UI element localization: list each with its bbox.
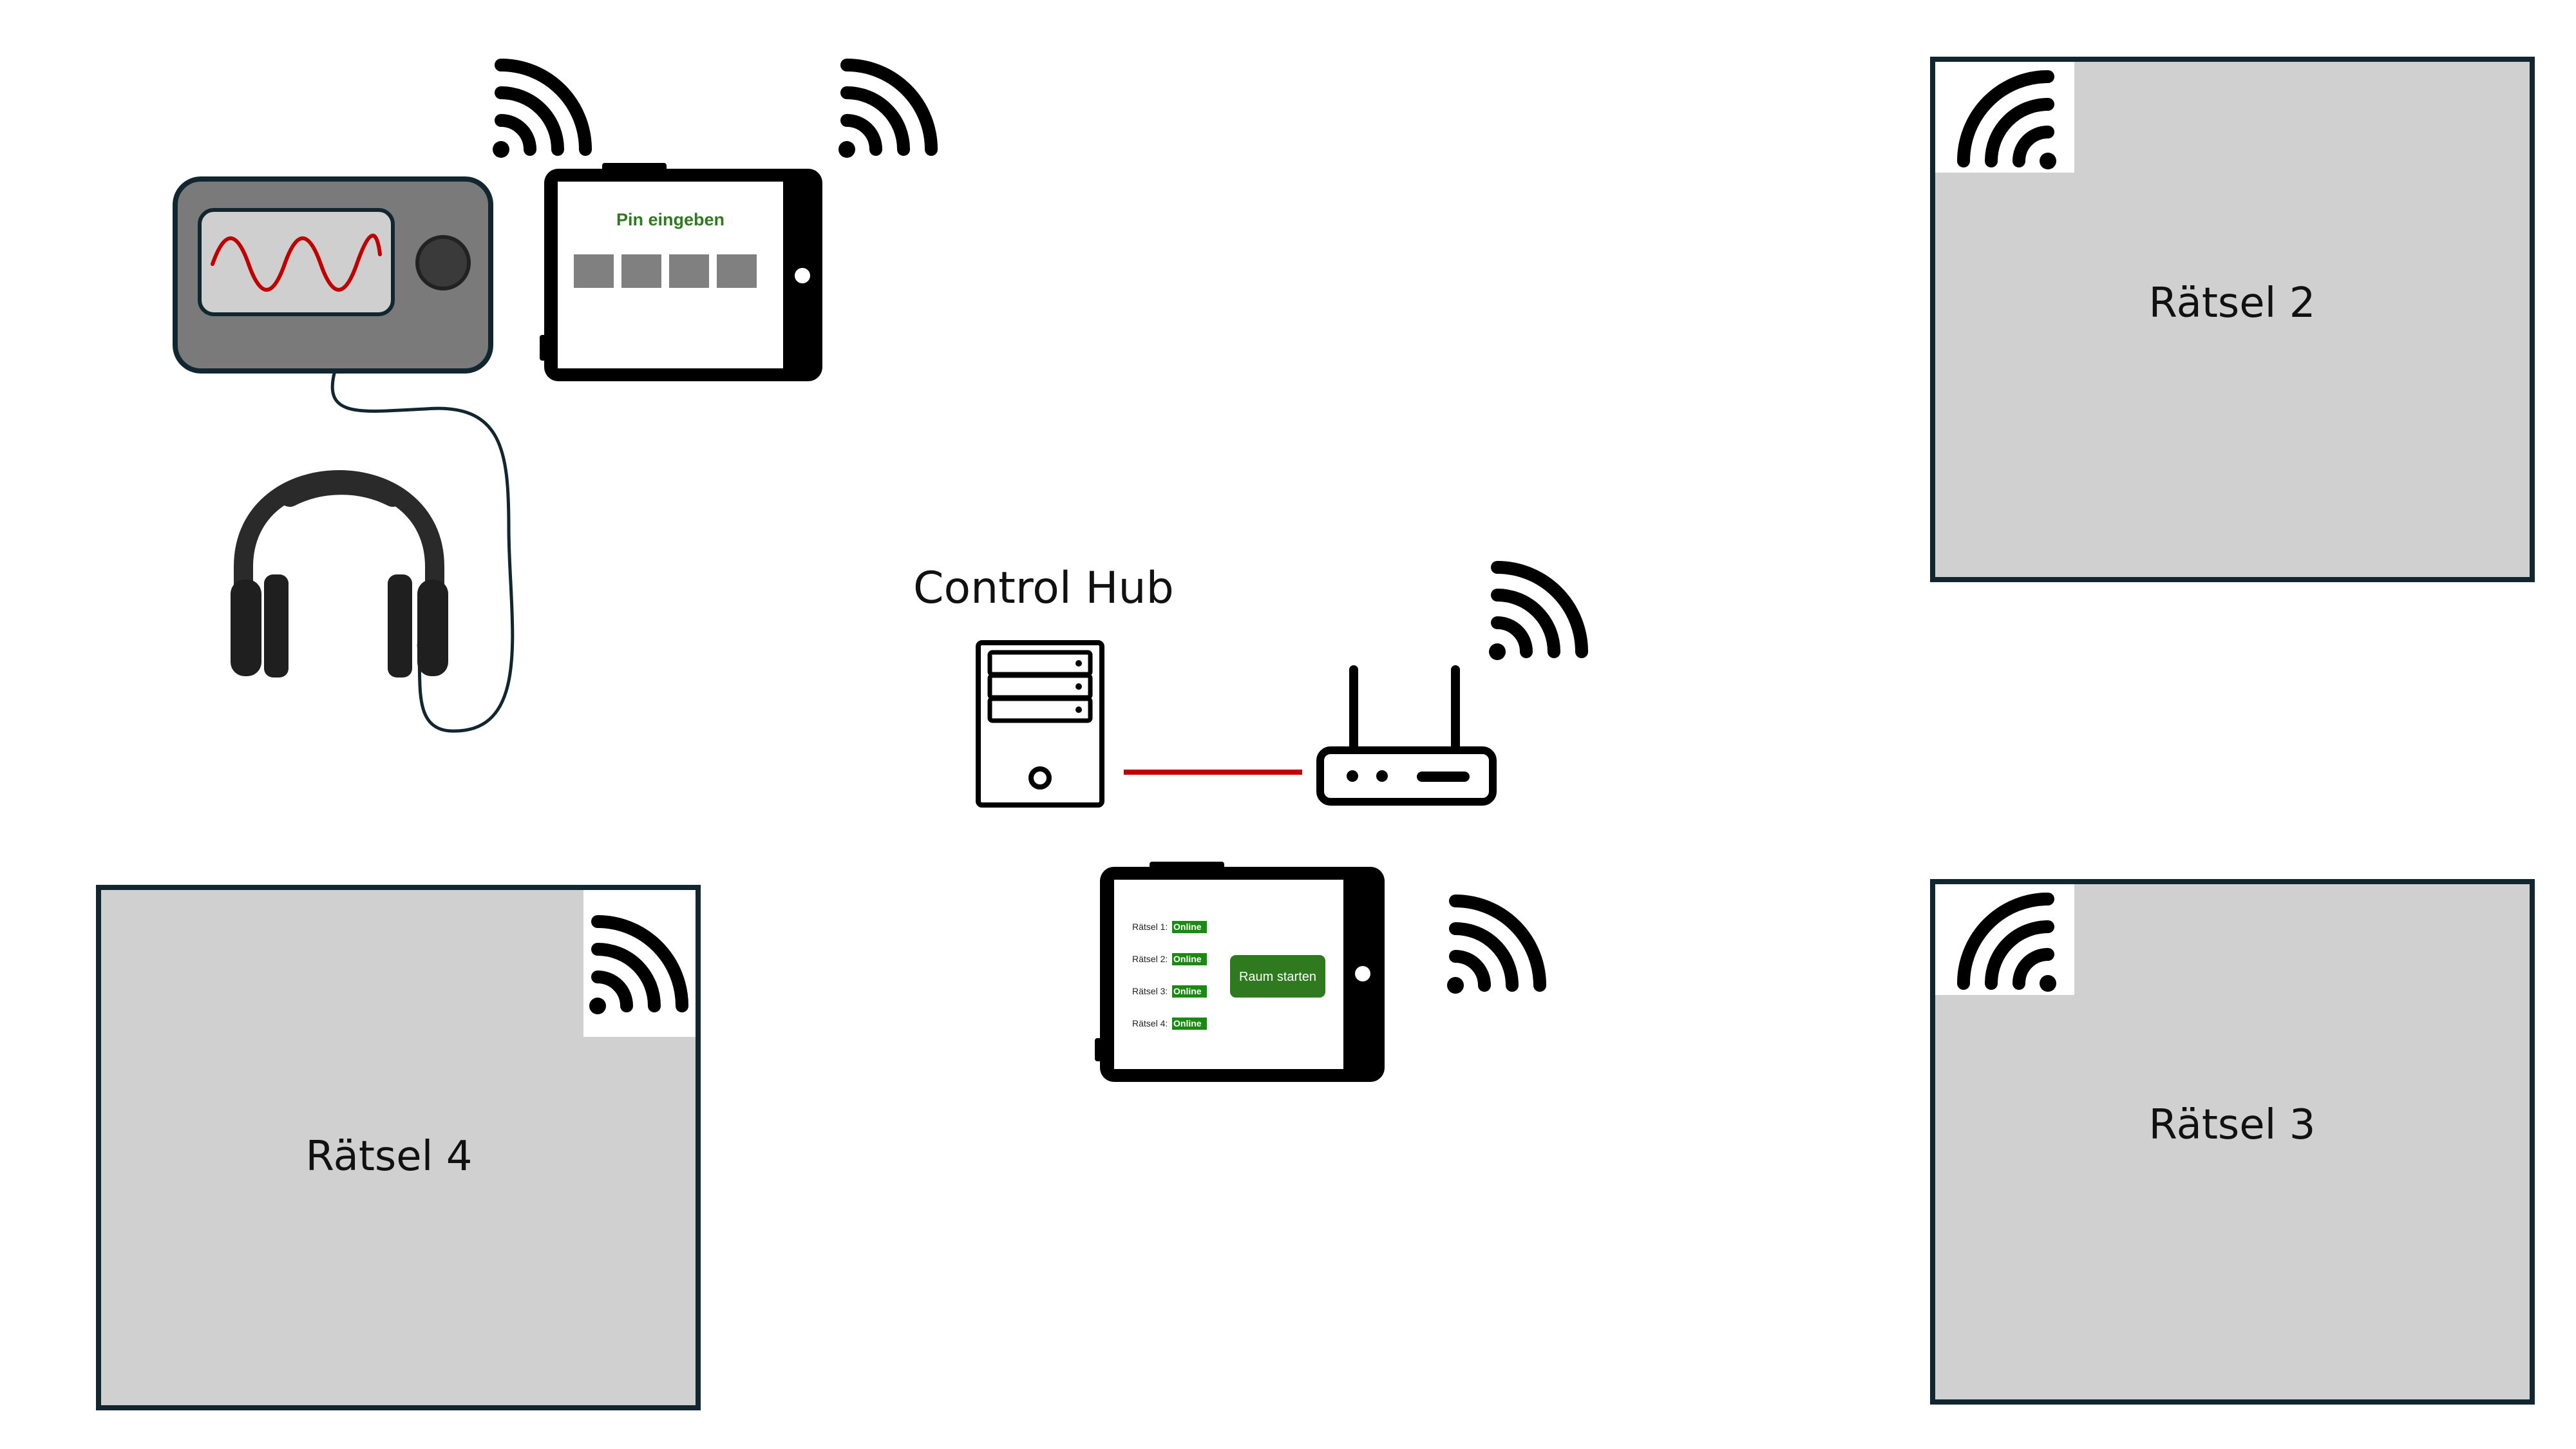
pin-tablet: Pin eingeben [540,163,822,381]
puzzle-status-label: Rätsel 2: [1132,954,1168,964]
pin-digit-2[interactable] [621,254,661,288]
router-icon [1316,665,1497,806]
status-badge-text: Online [1173,954,1202,964]
start-room-button-label: Raum starten [1239,970,1316,984]
pin-digit-4[interactable] [717,254,757,288]
puzzle-status-label: Rätsel 1: [1132,922,1168,932]
status-badge-text: Online [1173,1018,1202,1028]
wifi-icon [838,65,931,158]
status-badge [1172,1018,1207,1030]
puzzle-4-label: Rätsel 4 [306,1133,473,1180]
status-badge-text: Online [1173,922,1202,932]
control-hub-label: Control Hub [913,563,1174,614]
puzzle-2-label: Rätsel 2 [2149,279,2316,327]
pin-tablet-title: Pin eingeben [616,210,724,229]
headphone-cable [330,370,515,733]
status-badge [1172,921,1207,933]
status-badge [1172,985,1207,998]
pin-digit-1[interactable] [574,254,614,288]
puzzle-status-row: Rätsel 1: Online [1132,921,1207,933]
puzzle-3-label: Rätsel 3 [2149,1101,2316,1149]
tablet-home-button[interactable] [1355,966,1370,981]
status-badge [1172,953,1207,965]
wifi-icon [1447,901,1540,994]
puzzle-4-box: Rätsel 4 [96,885,701,1410]
oscillator-device [173,176,493,374]
sine-wave [211,233,382,292]
puzzle-3-box: Rätsel 3 [1930,879,2535,1405]
puzzle-status-row: Rätsel 3: Online [1132,985,1207,998]
puzzle-status-label: Rätsel 4: [1132,1018,1168,1028]
tablet-home-button[interactable] [795,268,810,283]
puzzle-status-label: Rätsel 3: [1132,986,1168,996]
wifi-icon [493,65,585,158]
puzzle-status-row: Rätsel 4: Online [1132,1018,1207,1030]
start-room-button[interactable]: Raum starten [1230,955,1325,998]
puzzle-2-box: Rätsel 2 [1930,57,2535,582]
status-badge-text: Online [1173,986,1202,996]
server-icon [976,640,1104,808]
oscillator-knob[interactable] [415,235,471,290]
oscillator-screen [198,208,395,316]
puzzle-status-row: Rätsel 2: Online [1132,953,1207,965]
pin-digit-3[interactable] [669,254,709,288]
headphones-icon [231,470,448,677]
wifi-icon [1489,567,1582,660]
